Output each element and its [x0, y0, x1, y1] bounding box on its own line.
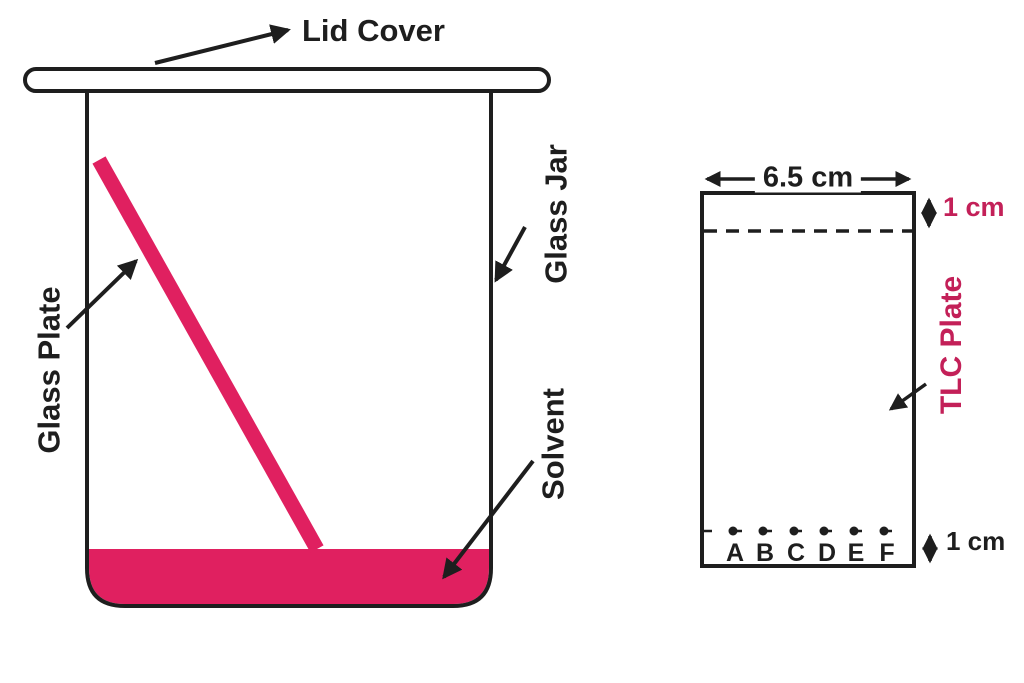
lid-cover-arrow: [154, 24, 291, 65]
spot-label-b: B: [755, 539, 775, 567]
tlc-plate-rect: [700, 191, 916, 568]
spot-label-d: D: [817, 539, 837, 567]
spot-dot-a: [728, 526, 738, 536]
spot-dot-e: [849, 526, 859, 536]
glass-plate-label: Glass Plate: [31, 286, 67, 454]
glass-jar-outline: [85, 88, 493, 608]
tlc-plate-label: TLC Plate: [935, 275, 968, 415]
lid-shape: [23, 67, 551, 93]
top-margin-dimension-label: 1 cm: [943, 192, 1005, 222]
width-dimension-label: 6.5 cm: [754, 163, 862, 193]
solvent-fill: [89, 549, 489, 604]
spot-dot-b: [758, 526, 768, 536]
spot-label-a: A: [725, 539, 745, 567]
sample-spots: [728, 526, 889, 536]
lid-cover-label: Lid Cover: [302, 13, 445, 48]
glass-jar-label: Glass Jar: [538, 144, 574, 284]
glass-plate-shape: [92, 156, 324, 553]
spot-label-f: F: [879, 539, 895, 567]
spot-label-e: E: [847, 539, 865, 567]
solvent-arrow: [442, 459, 535, 580]
glass-plate-arrow: [65, 258, 139, 330]
spot-dot-c: [789, 526, 799, 536]
spot-dot-d: [819, 526, 829, 536]
tlc-plate-arrow: [888, 382, 928, 411]
spot-dot-f: [879, 526, 889, 536]
solvent-label: Solvent: [535, 388, 571, 500]
glass-jar-arrow: [494, 226, 527, 283]
spot-label-c: C: [786, 539, 806, 567]
bottom-margin-dimension-label: 1 cm: [946, 526, 1006, 556]
